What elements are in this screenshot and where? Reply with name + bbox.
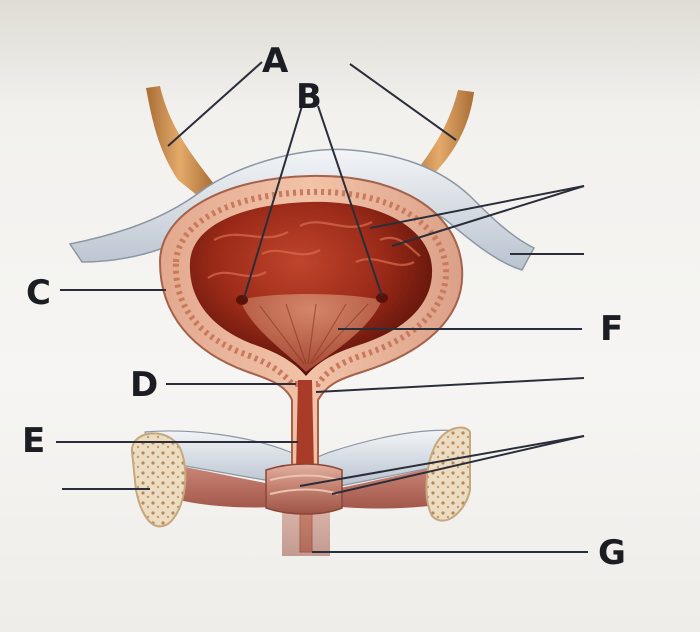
leader-a-left (167, 61, 263, 147)
label-a: A (262, 41, 289, 81)
leader-unlabeled-1b (391, 185, 585, 247)
left-ureter (146, 86, 214, 196)
sphincter-band (265, 463, 343, 515)
leader-unlabeled-4a (299, 435, 585, 487)
leader-unlabeled-3 (315, 377, 585, 393)
leader-lines (56, 61, 588, 553)
leader-b-left (243, 105, 303, 299)
leader-b-right (317, 105, 383, 297)
label-f: F (600, 309, 624, 349)
leader-unlabeled-1a (369, 185, 585, 229)
leader-unlabeled-4b (331, 435, 585, 495)
label-c: C (26, 273, 51, 313)
label-b: B (296, 77, 322, 117)
leader-a-right (349, 63, 457, 141)
bladder-lumen (189, 201, 433, 376)
label-e: E (22, 421, 46, 461)
pelvic-floor (130, 426, 471, 528)
label-g: G (598, 533, 626, 573)
label-d: D (130, 365, 159, 405)
